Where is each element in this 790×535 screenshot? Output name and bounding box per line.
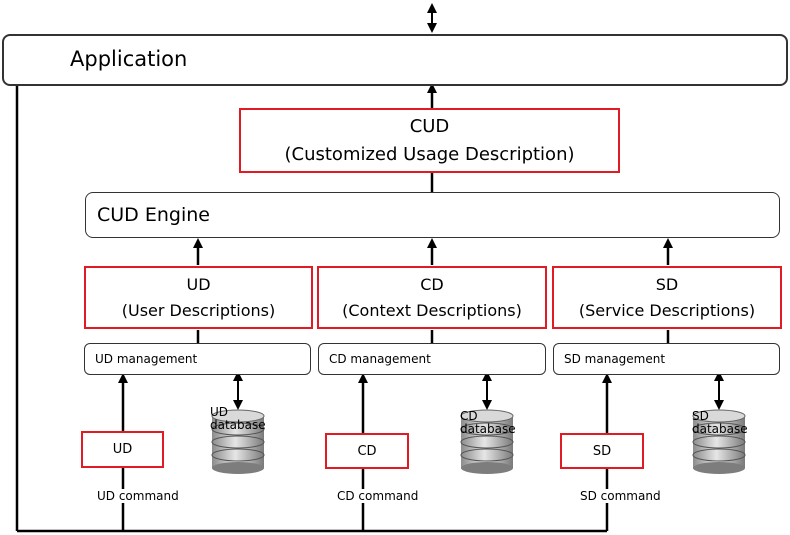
sd-management-box: SD management	[553, 343, 780, 375]
cd-database-icon	[460, 409, 514, 474]
sd-management-label: SD management	[564, 352, 666, 366]
ud-subtitle: (User Descriptions)	[121, 300, 276, 320]
sd-subtitle: (Service Descriptions)	[578, 300, 756, 320]
ud-database-label: UD database	[210, 405, 266, 432]
sd-database-icon	[692, 409, 746, 474]
cd-command-box: CD	[325, 433, 409, 469]
cud-box: CUD (Customized Usage Description)	[239, 108, 620, 173]
cud-title: CUD	[409, 115, 450, 137]
ud-description-box: UD (User Descriptions)	[84, 266, 313, 329]
ud-management-label: UD management	[95, 352, 198, 366]
cud-engine-label: CUD Engine	[97, 204, 210, 226]
ud-management-box: UD management	[84, 343, 311, 375]
cud-subtitle: (Customized Usage Description)	[284, 143, 575, 165]
ud-title: UD	[186, 274, 211, 294]
cd-command-label: CD command	[336, 489, 420, 503]
cd-subtitle: (Context Descriptions)	[342, 300, 522, 320]
ud-command-box: UD	[81, 431, 164, 468]
sd-description-box: SD (Service Descriptions)	[552, 266, 782, 329]
application-box: Application	[2, 34, 788, 86]
cd-title: CD	[420, 274, 444, 294]
sd-command-label: SD command	[579, 489, 662, 503]
cud-engine-box: CUD Engine	[85, 192, 780, 238]
ud-command-label: UD command	[96, 489, 180, 503]
sd-title: SD	[655, 274, 679, 294]
cd-management-box: CD management	[318, 343, 546, 375]
cd-management-label: CD management	[329, 352, 431, 366]
sd-database-label: SD database	[692, 409, 748, 436]
application-label: Application	[70, 47, 188, 71]
cd-description-box: CD (Context Descriptions)	[317, 266, 547, 329]
cd-database-label: CD database	[460, 409, 516, 436]
ud-database-icon	[211, 409, 265, 474]
sd-command-box: SD	[560, 433, 644, 469]
